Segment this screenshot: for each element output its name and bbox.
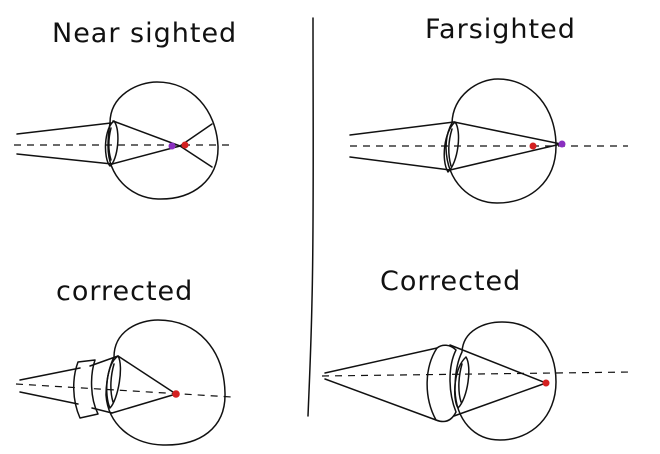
incoming-ray-bottom xyxy=(16,153,113,165)
panel-divider xyxy=(307,17,314,417)
incoming-ray-bottom xyxy=(349,156,451,171)
retina-point xyxy=(168,142,176,150)
eyeball xyxy=(105,319,226,446)
refracted-ray-bottom xyxy=(111,393,177,414)
incoming-ray-top xyxy=(16,122,112,135)
retina-point xyxy=(529,142,537,150)
eyeball xyxy=(107,81,219,200)
refracted-ray-bottom xyxy=(449,143,562,171)
optical-axis xyxy=(15,383,233,398)
refracted-ray-top xyxy=(453,121,562,145)
farsighted-eye-group xyxy=(349,78,628,204)
farsighted-title: Farsighted xyxy=(425,14,576,45)
near-sighted-corrected-group xyxy=(15,319,233,446)
incoming-ray-bottom xyxy=(324,378,437,421)
near-sighted-title: Near sighted xyxy=(52,18,238,49)
focal-point xyxy=(542,379,550,387)
optical-axis xyxy=(321,371,633,377)
converging-ray-bottom xyxy=(453,382,547,417)
incoming-ray-top xyxy=(349,121,455,136)
converging-ray-top xyxy=(449,344,547,384)
farsighted-corrected-title: Corrected xyxy=(380,266,522,297)
diverging-ray-bottom xyxy=(91,407,113,414)
refracted-ray-top xyxy=(117,355,177,395)
eye-lens xyxy=(105,355,122,409)
lens-detail xyxy=(448,128,453,167)
lens-detail xyxy=(108,127,112,161)
corrective-convex-lens xyxy=(426,344,457,423)
farsighted-corrected-group xyxy=(321,321,633,441)
lens-detail xyxy=(458,363,463,403)
lens-detail xyxy=(110,363,115,403)
eye-lens xyxy=(104,120,119,167)
eye-lens xyxy=(453,356,470,409)
incoming-ray-bottom xyxy=(19,391,79,405)
refracted-ray-bottom xyxy=(111,123,213,165)
eyeball xyxy=(445,78,557,204)
focal-point xyxy=(181,141,189,149)
diverging-ray-top xyxy=(89,355,119,367)
near-sighted-eye-group xyxy=(14,81,232,200)
incoming-ray-top xyxy=(324,347,438,374)
near-sighted-corrected-title: corrected xyxy=(56,276,194,307)
corrective-concave-lens xyxy=(73,359,99,419)
incoming-ray-top xyxy=(19,367,81,381)
focal-point xyxy=(172,390,180,398)
focal-point xyxy=(558,140,566,148)
eye-lens xyxy=(443,121,460,173)
